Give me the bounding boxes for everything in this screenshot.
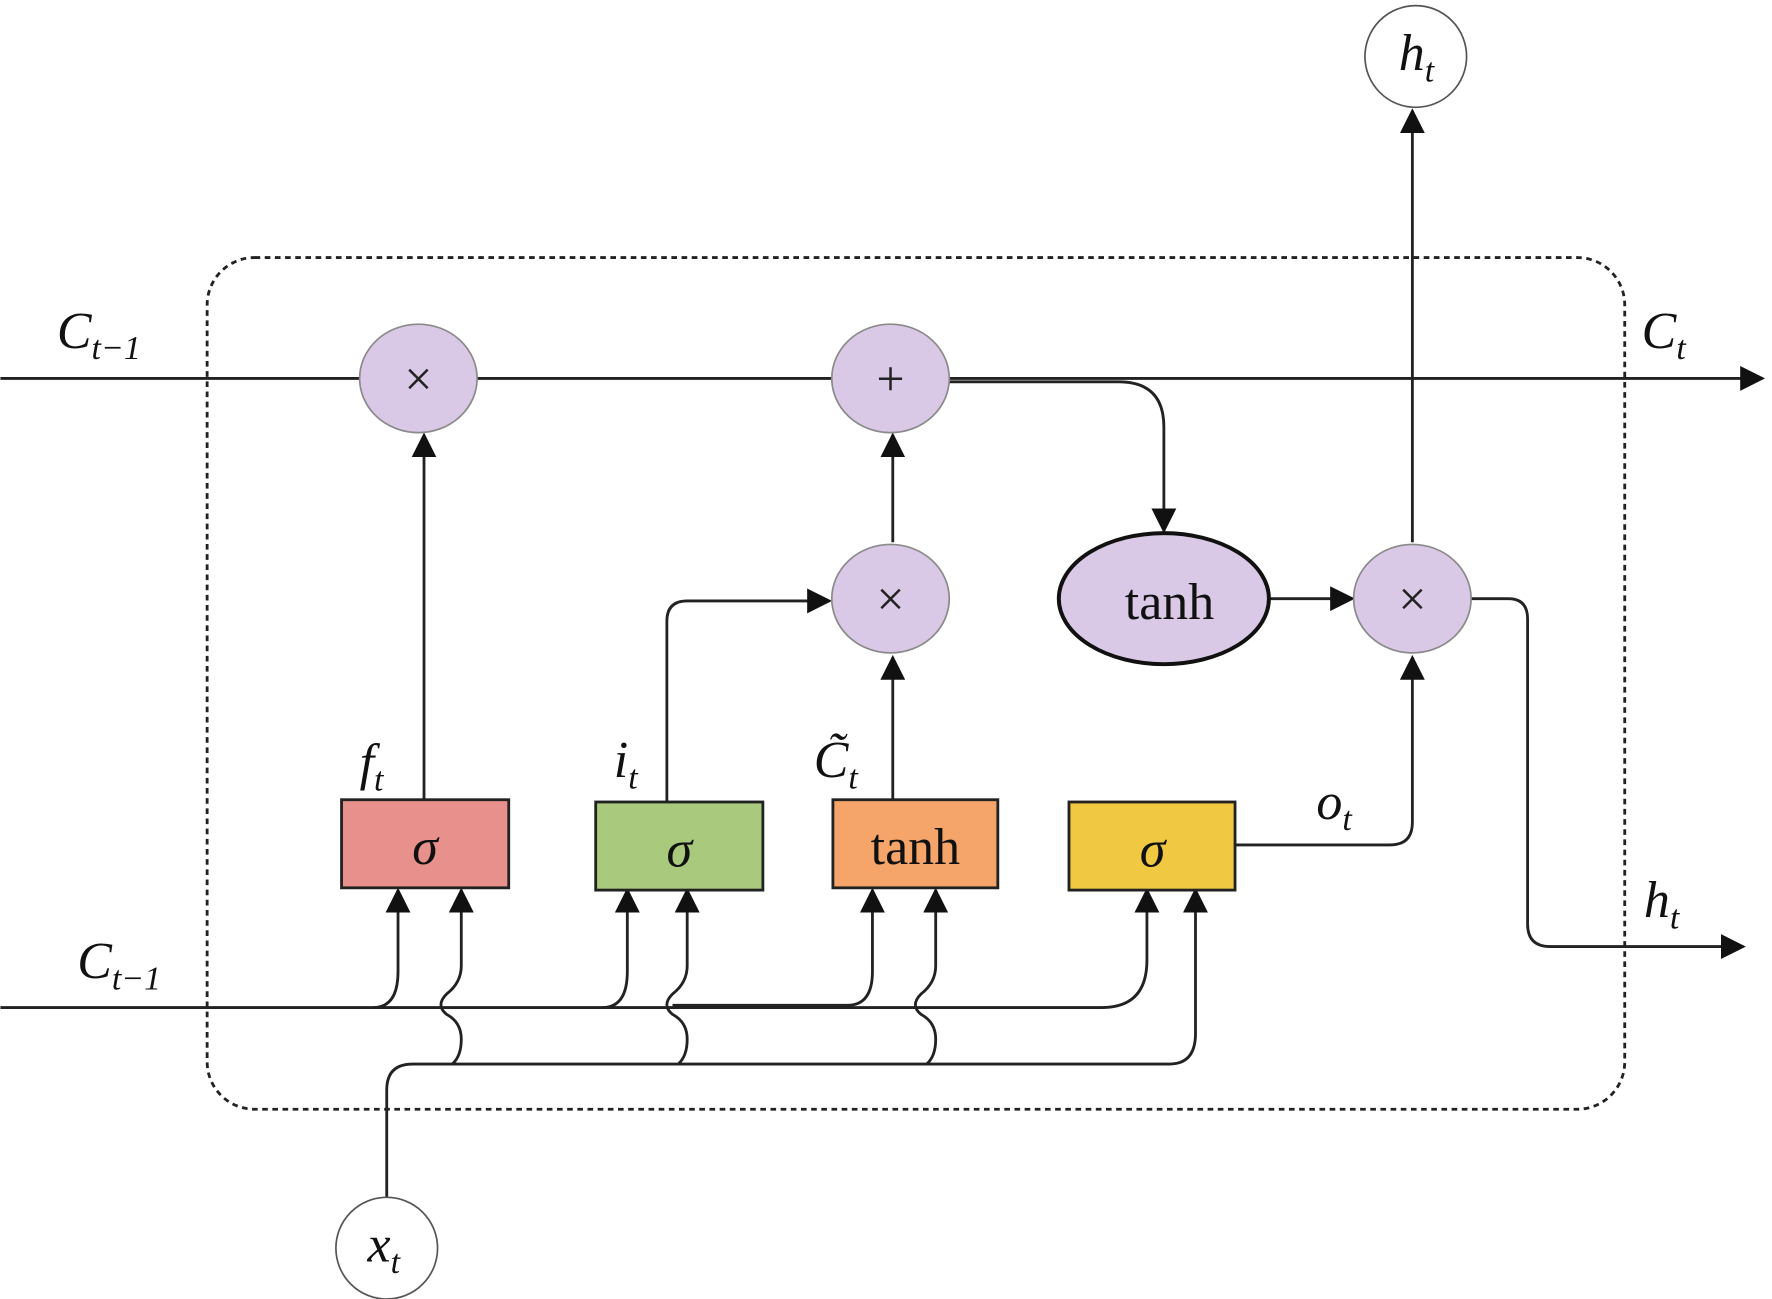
input-label: it	[614, 732, 639, 796]
multiply-icon: ×	[877, 572, 905, 627]
bus-branch	[913, 887, 949, 1066]
output-arrow	[1235, 654, 1425, 847]
multiply-icon: ×	[404, 351, 432, 406]
gate-label: tanh	[871, 819, 960, 876]
hidden-right-arrow	[1471, 597, 1746, 960]
bus-branch	[373, 887, 411, 1009]
svg-text:ht: ht	[1399, 25, 1436, 89]
output-label: ot	[1316, 774, 1353, 838]
input-multiply-node: ×	[830, 543, 951, 654]
cell-state-prev-label: Ct−1	[57, 303, 141, 367]
tanh-node: tanh	[1056, 531, 1271, 667]
multiply-icon: ×	[1398, 572, 1426, 627]
forget-label: ft	[360, 734, 385, 798]
hidden-out-label: ht	[1644, 872, 1681, 936]
bus-branch	[439, 887, 474, 1066]
svg-text:xt: xt	[367, 1217, 402, 1281]
output-gate: σ	[1067, 800, 1237, 892]
input-node: xt	[335, 1196, 439, 1299]
output-multiply-node: ×	[1352, 543, 1472, 654]
hidden-prev-label: Ct−1	[77, 933, 161, 997]
candidate-gate: tanh	[831, 798, 1000, 890]
input-gate: σ	[594, 800, 765, 892]
forget-gate: σ	[340, 798, 511, 890]
tanh-label: tanh	[1125, 574, 1214, 631]
bus-branch	[602, 887, 640, 1009]
bus-branch	[665, 887, 700, 1066]
plus-icon: +	[877, 351, 905, 406]
gate-label: σ	[666, 821, 694, 878]
cell-to-tanh-arrow	[892, 380, 1177, 534]
prev-hidden-bus	[0, 887, 1160, 1009]
cell-state-out-label: Ct	[1642, 303, 1688, 367]
add-node: +	[830, 323, 951, 434]
candidate-label: C̃t	[814, 732, 860, 796]
cell-boundary	[205, 256, 1627, 1111]
bus-branch	[672, 887, 885, 1007]
forget-multiply-node: ×	[358, 323, 478, 434]
input-bus	[385, 887, 1208, 1198]
input-arrow	[665, 588, 833, 802]
gate-label: σ	[412, 819, 440, 876]
hidden-output-node: ht	[1364, 4, 1468, 109]
gate-label: σ	[1140, 821, 1168, 878]
